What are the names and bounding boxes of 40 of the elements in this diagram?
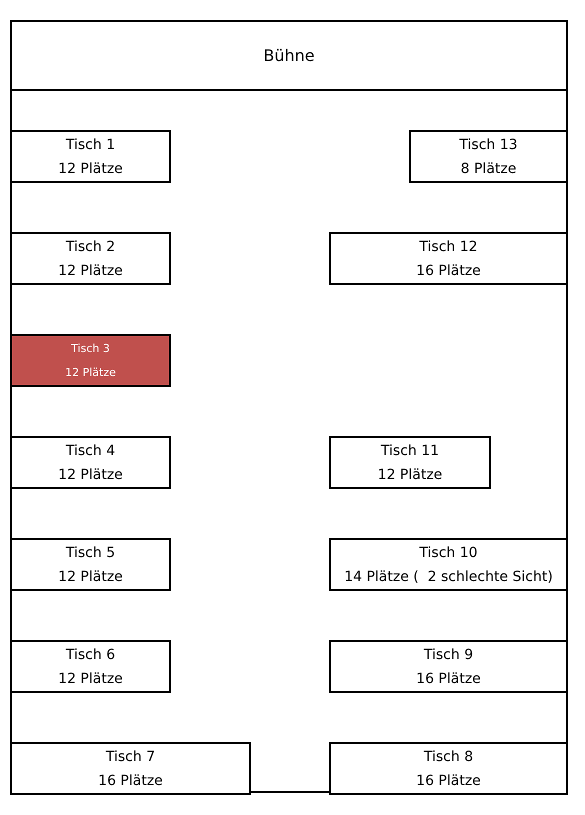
table bbox=[329, 742, 568, 795]
table bbox=[10, 130, 171, 183]
table bbox=[329, 538, 568, 591]
table bbox=[10, 742, 251, 795]
table bbox=[10, 436, 171, 489]
seat-count: 16 Plätze bbox=[416, 262, 481, 280]
table bbox=[329, 232, 568, 285]
table bbox=[10, 232, 171, 285]
table bbox=[329, 436, 491, 489]
table-name: Tisch 9 bbox=[424, 646, 474, 664]
highlighted-table bbox=[10, 334, 171, 387]
seat-count: 16 Plätze bbox=[416, 670, 481, 688]
seat-count: 12 Plätze bbox=[65, 364, 116, 380]
table-name: Tisch 6 bbox=[66, 646, 116, 664]
seat-count: 12 Plätze bbox=[58, 670, 123, 688]
seat-count: 8 Plätze bbox=[460, 160, 516, 178]
table-name: Tisch 1 bbox=[66, 136, 116, 154]
table bbox=[10, 538, 171, 591]
table-name: Tisch 2 bbox=[66, 238, 116, 256]
table-name: Tisch 11 bbox=[380, 442, 440, 460]
seat-count: 12 Plätze bbox=[378, 466, 442, 484]
table-name: Tisch 4 bbox=[66, 442, 116, 460]
seat-count: 12 Plätze bbox=[58, 568, 123, 586]
seat-count: 12 Plätze bbox=[58, 466, 123, 484]
table-name: Tisch 8 bbox=[424, 748, 474, 766]
table bbox=[409, 130, 568, 183]
table-name: Tisch 7 bbox=[106, 748, 156, 766]
table-name: Tisch 3 bbox=[71, 340, 110, 356]
seat-count: 14 Plätze ( 2 schlechte Sicht) bbox=[344, 568, 553, 586]
table bbox=[329, 640, 568, 693]
table bbox=[10, 640, 171, 693]
seat-count: 12 Plätze bbox=[58, 160, 123, 178]
table-name: Tisch 5 bbox=[66, 544, 116, 562]
stage-label: Bühne bbox=[263, 44, 315, 66]
seat-count: 16 Plätze bbox=[416, 772, 481, 790]
table-name: Tisch 10 bbox=[419, 544, 478, 562]
table-name: Tisch 12 bbox=[419, 238, 478, 256]
seat-count: 16 Plätze bbox=[98, 772, 163, 790]
table-name: Tisch 13 bbox=[459, 136, 518, 154]
seat-count: 12 Plätze bbox=[58, 262, 123, 280]
